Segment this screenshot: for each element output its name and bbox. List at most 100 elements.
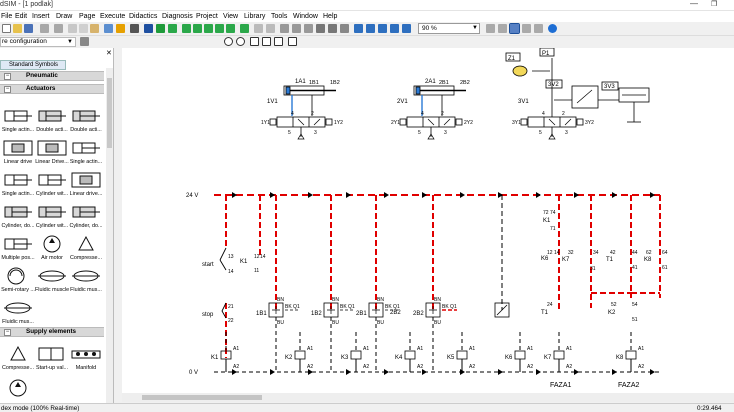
zoom-window-icon[interactable] <box>378 24 387 33</box>
library-item-compressor[interactable]: Compresse... <box>2 343 34 371</box>
play-sim-icon[interactable] <box>130 24 139 33</box>
menu-view[interactable]: View <box>223 13 239 20</box>
save-icon[interactable] <box>24 24 33 33</box>
step-icon[interactable] <box>168 24 177 33</box>
new-icon[interactable] <box>2 24 11 33</box>
view-b-icon[interactable] <box>498 24 507 33</box>
layer-icon[interactable] <box>304 24 313 33</box>
library-item-single-acting-cylinder-2[interactable]: Single actin... <box>70 137 102 165</box>
measure-b-icon[interactable] <box>262 37 271 46</box>
menu-help[interactable]: Help <box>323 13 338 20</box>
cut-icon[interactable] <box>68 24 77 33</box>
view-a-icon[interactable] <box>486 24 495 33</box>
menu-page[interactable]: Page <box>79 13 96 20</box>
section-supply-elements[interactable]: − Supply elements <box>0 327 104 337</box>
library-item-air-motor[interactable]: Air motor <box>36 233 68 261</box>
section-actuators[interactable]: − Actuators <box>0 84 104 94</box>
library-item-linear-drive[interactable]: Linear drive <box>2 137 34 165</box>
rotate-icon[interactable] <box>104 24 113 33</box>
menu-insert[interactable]: Insert <box>32 13 50 20</box>
view-d-icon[interactable] <box>522 24 531 33</box>
library-item-linear-drive-2[interactable]: Linear Drive... <box>35 137 69 165</box>
play-icon[interactable] <box>204 24 213 33</box>
measure-c-icon[interactable] <box>274 37 283 46</box>
config-icon[interactable] <box>80 37 89 46</box>
library-item-cylinder-double[interactable]: Cylinder, do... <box>2 201 34 229</box>
menu-window[interactable]: Window <box>293 13 318 20</box>
configuration-select[interactable]: re configuration ▼ <box>0 37 76 47</box>
library-item-cylinder-with-2[interactable]: Cylinder wit... <box>36 201 68 229</box>
step-back-icon[interactable] <box>193 24 202 33</box>
menu-library[interactable]: Library <box>244 13 266 20</box>
menu-tools[interactable]: Tools <box>271 13 288 20</box>
library-item-double-acting-cylinder[interactable]: Double acti... <box>36 105 68 133</box>
tab-standard-symbols[interactable]: Standard Symbols <box>0 60 66 70</box>
measure-d-icon[interactable] <box>288 37 297 46</box>
zoom-page-icon[interactable] <box>402 24 411 33</box>
menu-project[interactable]: Project <box>196 13 218 20</box>
align-icon[interactable] <box>254 24 263 33</box>
grid-icon[interactable] <box>280 24 289 33</box>
circle-a-icon[interactable] <box>224 37 233 46</box>
menu-execute[interactable]: Execute <box>100 13 126 20</box>
library-item-linear-drive-3[interactable]: Linear drive... <box>70 169 102 197</box>
copy-icon[interactable] <box>79 24 88 33</box>
distribute-icon[interactable] <box>266 24 275 33</box>
section-pneumatic[interactable]: − Pneumatic <box>0 71 104 81</box>
circle-b-icon[interactable] <box>236 37 245 46</box>
minimize-icon[interactable]: — <box>690 0 698 8</box>
library-item-cylinder-with[interactable]: Cylinder wit... <box>36 169 68 197</box>
undo-icon[interactable] <box>40 24 49 33</box>
library-item-compressor[interactable]: Compresse... <box>70 233 102 261</box>
library-scrollbar[interactable] <box>106 68 113 403</box>
collapse-toggle-icon[interactable]: − <box>4 329 11 336</box>
library-item-fluidic-muscle[interactable]: Fluidic muscle <box>35 265 69 293</box>
collapse-toggle-icon[interactable]: − <box>4 86 11 93</box>
library-item-multiple-position[interactable]: Multiple pos... <box>1 233 35 261</box>
library-item-fluidic-muscle-3[interactable]: Fluidic mus... <box>2 297 34 325</box>
stop-sim-icon[interactable] <box>144 24 153 33</box>
maximize-icon[interactable]: ❐ <box>711 1 718 8</box>
rewind-icon[interactable] <box>182 24 191 33</box>
library-item-manifold[interactable]: Manifold <box>70 343 102 371</box>
horizontal-scrollbar[interactable] <box>122 393 734 402</box>
library-scroll-thumb[interactable] <box>107 78 112 148</box>
library-item-single-acting-cylinder-3[interactable]: Single actin... <box>2 169 34 197</box>
paste-icon[interactable] <box>90 24 99 33</box>
redo-icon[interactable] <box>54 24 63 33</box>
zoom-select[interactable]: 90 % ▼ <box>418 23 480 34</box>
zoom-out-icon[interactable] <box>366 24 375 33</box>
fast-forward-icon[interactable] <box>226 24 235 33</box>
menu-file[interactable]: File <box>1 13 13 20</box>
library-item-fluidic-muscle-2[interactable]: Fluidic mus... <box>70 265 102 293</box>
ungroup-icon[interactable] <box>328 24 337 33</box>
library-item-start-up[interactable] <box>2 377 34 399</box>
menu-draw[interactable]: Draw <box>56 13 73 20</box>
measure-a-icon[interactable] <box>250 37 259 46</box>
menu-diagnosis[interactable]: Diagnosis <box>162 13 193 20</box>
collapse-toggle-icon[interactable]: − <box>4 73 11 80</box>
library-item-double-acting-cylinder-2[interactable]: Double acti... <box>70 105 102 133</box>
step-forward-icon[interactable] <box>215 24 224 33</box>
menu-edit[interactable]: Edit <box>15 13 28 20</box>
group-icon[interactable] <box>316 24 325 33</box>
zoom-fit-icon[interactable] <box>390 24 399 33</box>
library-item-start-up-valve[interactable]: Start-up val... <box>36 343 68 371</box>
menu-didactics[interactable]: Didactics <box>129 13 158 20</box>
order-icon[interactable] <box>340 24 349 33</box>
properties-icon[interactable] <box>116 24 125 33</box>
help-icon[interactable] <box>548 24 557 33</box>
horizontal-scroll-thumb[interactable] <box>142 395 262 400</box>
zoom-in-icon[interactable] <box>354 24 363 33</box>
close-icon[interactable]: ✕ <box>106 50 112 57</box>
view-e-icon[interactable] <box>534 24 543 33</box>
library-item-cylinder-double-2[interactable]: Cylinder, do... <box>70 201 102 229</box>
open-icon[interactable] <box>13 24 22 33</box>
snap-icon[interactable] <box>292 24 301 33</box>
library-item-single-acting-cylinder[interactable]: Single actin... <box>2 105 34 133</box>
view-c-icon[interactable] <box>509 23 520 34</box>
pause-icon[interactable] <box>240 24 249 33</box>
library-item-semi-rotary[interactable]: Semi-rotary ... <box>1 265 35 293</box>
run-icon[interactable] <box>156 24 165 33</box>
